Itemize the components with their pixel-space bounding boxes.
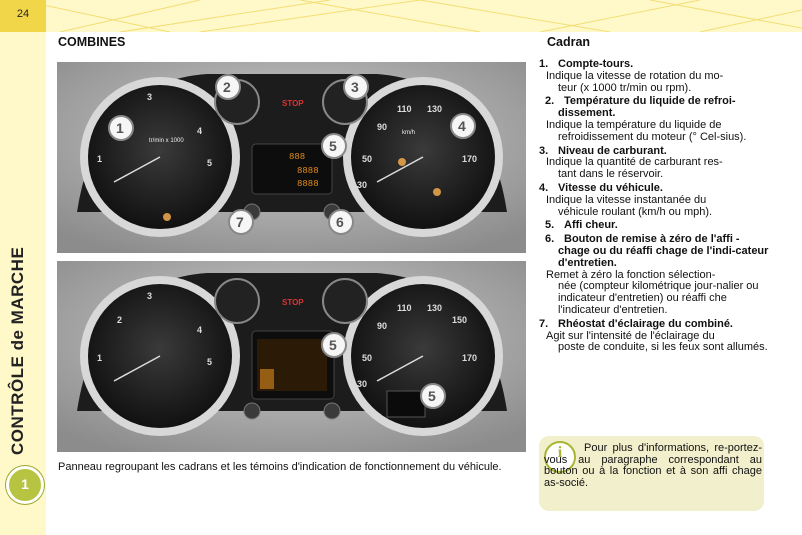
svg-text:STOP: STOP — [282, 298, 304, 307]
item-3-desc: Indique la quantité de carburant res-tan… — [546, 156, 723, 181]
legend-list: 1.Compte-tours. Indique la vitesse de ro… — [539, 57, 771, 354]
callout-4: 4 — [458, 118, 466, 134]
svg-text:170: 170 — [462, 353, 477, 363]
item-5-title: 5.Affi cheur. — [545, 219, 618, 232]
callout-6: 6 — [336, 214, 344, 230]
info-note: i Pour plus d'informations, re-portez-vo… — [539, 436, 764, 511]
svg-text:8888: 8888 — [297, 179, 319, 189]
callout-5a: 5 — [329, 337, 337, 353]
svg-text:1: 1 — [97, 353, 102, 363]
svg-text:90: 90 — [377, 122, 387, 132]
svg-text:170: 170 — [462, 154, 477, 164]
item-2-title: 2.Température du liquide de refroi-disse… — [545, 95, 736, 120]
svg-text:8888: 8888 — [297, 166, 319, 176]
item-4-title: 4.Vitesse du véhicule. — [539, 181, 663, 194]
callout-7: 7 — [236, 214, 244, 230]
svg-text:110: 110 — [397, 104, 412, 114]
speed-unit-label: km/h — [402, 130, 415, 136]
chapter-title: CONTRÔLE de MARCHE — [8, 246, 27, 455]
svg-text:5: 5 — [207, 357, 212, 367]
item-7-title: 7.Rhéostat d'éclairage du combiné. — [539, 317, 733, 330]
page-number: 24 — [16, 8, 30, 20]
svg-text:4: 4 — [197, 126, 202, 136]
chapter-sidebar — [0, 32, 46, 535]
svg-text:150: 150 — [452, 315, 467, 325]
svg-text:130: 130 — [427, 303, 442, 313]
item-1-title: 1.Compte-tours. — [539, 58, 634, 70]
item-6-title: 6.Bouton de remise à zéro de l'affi -cha… — [545, 233, 769, 269]
svg-text:4: 4 — [197, 325, 202, 335]
decorative-lines — [19, 0, 802, 32]
svg-text:50: 50 — [362, 353, 372, 363]
item-6-desc: Remet à zéro la fonction sélection-née (… — [546, 268, 759, 316]
tach-unit-label: tr/min x 1000 — [149, 138, 184, 144]
callout-5: 5 — [329, 138, 337, 154]
svg-text:888: 888 — [289, 152, 305, 162]
svg-text:5: 5 — [207, 158, 212, 168]
svg-text:30: 30 — [357, 379, 367, 389]
svg-text:90: 90 — [377, 321, 387, 331]
photo-caption: Panneau regroupant les cadrans et les té… — [58, 461, 502, 473]
svg-text:30: 30 — [357, 180, 367, 190]
svg-text:130: 130 — [427, 104, 442, 114]
info-icon: i — [544, 441, 576, 473]
callout-3: 3 — [351, 79, 359, 95]
callout-2: 2 — [223, 79, 231, 95]
svg-text:50: 50 — [362, 154, 372, 164]
svg-text:3: 3 — [147, 291, 152, 301]
callout-5b: 5 — [428, 388, 436, 404]
top-band — [0, 0, 802, 32]
chapter-number: 1 — [21, 476, 29, 492]
svg-text:2: 2 — [117, 315, 122, 325]
page-tab — [0, 0, 46, 32]
chapter-badge: 1 — [6, 466, 44, 504]
note-text: Pour plus d'informations, re-portez-vous… — [544, 442, 762, 489]
svg-text:1: 1 — [97, 154, 102, 164]
item-3-title: 3.Niveau de carburant. — [539, 144, 667, 157]
section-title-combines: COMBINES — [58, 35, 126, 49]
cluster-photo-2: STOP 3 4 2 1 5 90 110 130 150 170 50 30 5 5 — [57, 261, 526, 452]
stop-label: STOP — [282, 99, 304, 108]
svg-text:110: 110 — [397, 303, 412, 313]
section-title-cadran: Cadran — [547, 35, 591, 49]
svg-text:3: 3 — [147, 92, 152, 102]
item-1-desc: Indique la vitesse de rotation du mo-teu… — [546, 69, 724, 94]
callout-1: 1 — [116, 120, 124, 136]
